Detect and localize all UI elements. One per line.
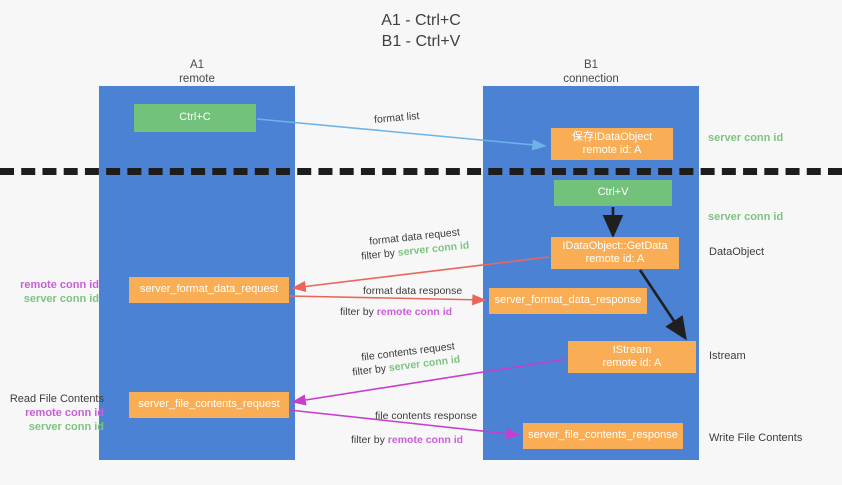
remote-conn-id-token: remote conn id xyxy=(387,434,464,446)
label-conn-ids-format: remote conn id server conn id xyxy=(9,278,99,306)
filter-by-label: filter by xyxy=(351,434,388,446)
label-remote-conn-id: remote conn id xyxy=(25,407,104,419)
box-server-file-contents-request[interactable]: server_file_contents_request xyxy=(129,392,289,418)
caption-format-data-response-filter: filter by remote conn id xyxy=(340,305,452,319)
filter-by-label: filter by xyxy=(340,306,377,318)
caption-format-list-text: format list xyxy=(373,110,420,126)
title-line-1: A1 - Ctrl+C xyxy=(381,12,461,29)
box-server-file-contents-response-label: server_file_contents_response xyxy=(528,429,678,442)
lane-b1-role: connection xyxy=(563,73,619,85)
box-idataobject-subtitle: remote id: A xyxy=(582,144,642,156)
lane-b1-name: B1 xyxy=(583,59,599,71)
box-istream-title: IStream xyxy=(612,343,652,356)
caption-file-contents-response-filter: filter by remote conn id xyxy=(351,433,463,447)
filter-by-label: filter by xyxy=(351,362,390,379)
label-istream: Istream xyxy=(709,350,746,362)
label-dataobject: DataObject xyxy=(709,246,765,258)
box-ctrl-v[interactable]: Ctrl+V xyxy=(554,180,672,206)
label-conn-ids-file: Read File Contents remote conn id server… xyxy=(9,392,104,434)
box-idataobject-title: 保存IDataObject xyxy=(571,130,653,143)
box-server-format-data-response[interactable]: server_format_data_response xyxy=(489,288,647,314)
title-line-2: B1 - Ctrl+V xyxy=(381,33,461,50)
box-getdata-subtitle: remote id: A xyxy=(585,253,645,265)
box-ctrl-c-label: Ctrl+C xyxy=(179,111,211,124)
remote-conn-id-token: remote conn id xyxy=(376,306,453,318)
caption-file-contents-response: file contents response xyxy=(375,409,477,423)
caption-format-list: format list xyxy=(373,109,420,127)
box-server-format-data-request[interactable]: server_format_data_request xyxy=(129,277,289,303)
box-istream[interactable]: IStream remote id: A xyxy=(568,341,696,373)
label-read-file-contents: Read File Contents xyxy=(9,393,104,405)
box-istream-subtitle: remote id: A xyxy=(602,357,662,369)
label-server-conn-id: server conn id xyxy=(23,293,99,305)
caption-file-contents-response-text: file contents response xyxy=(375,410,478,422)
label-remote-conn-id: remote conn id xyxy=(20,279,99,291)
caption-format-data-response-text: format data response xyxy=(363,285,463,297)
label-server-conn-id: server conn id xyxy=(28,421,104,433)
page-title: A1 - Ctrl+C B1 - Ctrl+V xyxy=(0,10,842,52)
lane-header-a1: A1 remote xyxy=(137,58,257,86)
label-write-file-contents: Write File Contents xyxy=(709,432,803,444)
box-ctrl-c[interactable]: Ctrl+C xyxy=(134,104,256,132)
box-server-file-contents-response[interactable]: server_file_contents_response xyxy=(523,423,683,449)
caption-format-data-response: format data response xyxy=(363,284,462,298)
lane-header-b1: B1 connection xyxy=(531,58,651,86)
box-getdata-title: IDataObject::GetData xyxy=(562,239,668,252)
phase-divider xyxy=(0,168,842,175)
label-server-conn-id-top: server conn id xyxy=(708,132,784,144)
box-server-format-data-response-label: server_format_data_response xyxy=(494,294,642,307)
box-server-file-contents-request-label: server_file_contents_request xyxy=(138,398,280,411)
box-getdata[interactable]: IDataObject::GetData remote id: A xyxy=(551,237,679,269)
lane-a1-name: A1 xyxy=(189,59,205,71)
lane-a1-role: remote xyxy=(179,73,215,85)
box-idataobject[interactable]: 保存IDataObject remote id: A xyxy=(551,128,673,160)
filter-by-label: filter by xyxy=(360,246,399,263)
label-server-conn-id-mid: server conn id xyxy=(708,211,784,223)
box-ctrl-v-label: Ctrl+V xyxy=(597,186,629,199)
box-server-format-data-request-label: server_format_data_request xyxy=(139,283,279,296)
